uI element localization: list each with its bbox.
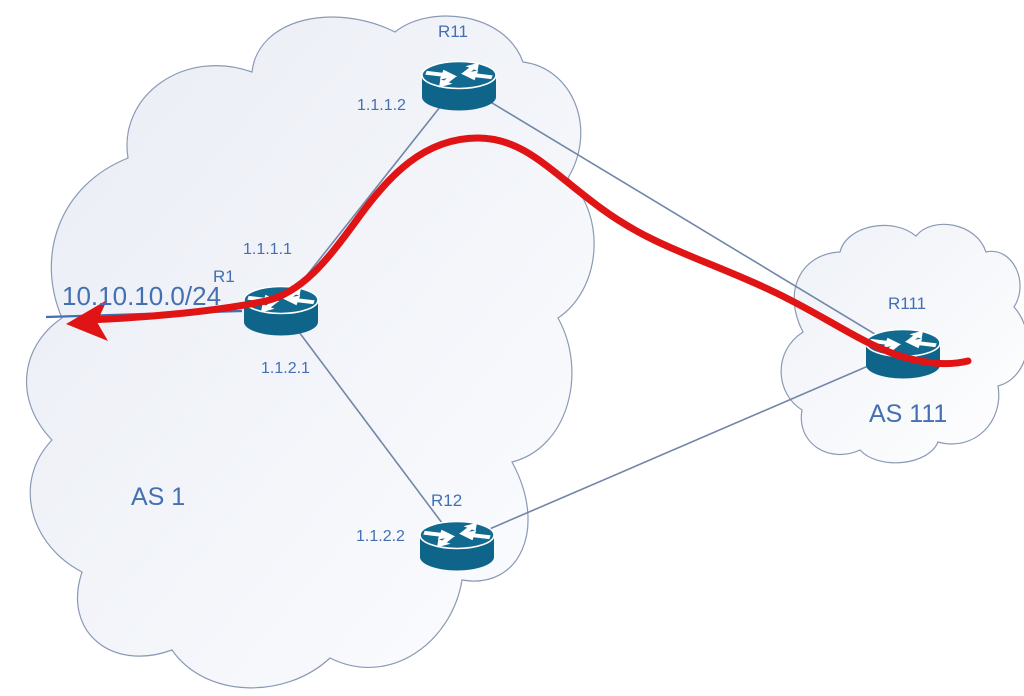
as111-label: AS 111 xyxy=(869,400,948,428)
router-r1-label: R1 xyxy=(213,267,235,286)
router-r11-icon xyxy=(422,60,496,110)
link-r1-r11 xyxy=(280,82,460,309)
link-r12-r111 xyxy=(456,350,904,544)
as1-label: AS 1 xyxy=(131,483,186,511)
link-r1-r12 xyxy=(280,307,458,544)
as1-cloud-shape xyxy=(26,15,595,689)
router-r12-icon xyxy=(420,520,494,570)
interface-label-1-1-1-1: 1.1.1.1 xyxy=(243,241,292,258)
link-r11-r111 xyxy=(458,82,904,352)
route-arrowhead-icon xyxy=(66,300,108,341)
interface-label-1-1-2-1: 1.1.2.1 xyxy=(261,360,310,377)
router-r12-label: R12 xyxy=(431,491,463,510)
router-r111-label: R111 xyxy=(888,294,927,313)
route-path xyxy=(82,134,972,368)
router-r11-label: R11 xyxy=(438,22,468,41)
interface-label-1-1-2-2: 1.1.2.2 xyxy=(356,528,405,545)
network-prefix-label: 10.10.10.0/24 xyxy=(62,281,222,311)
interface-label-1-1-1-2: 1.1.1.2 xyxy=(357,97,406,114)
